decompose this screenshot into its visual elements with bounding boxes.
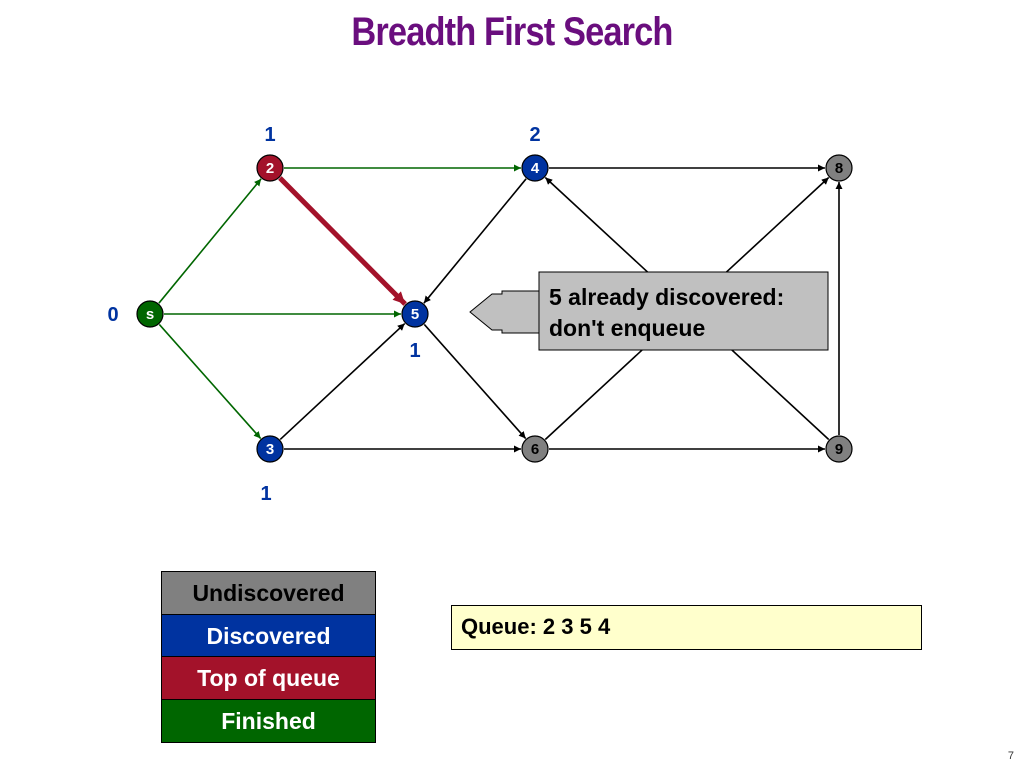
node-4-circle [521, 154, 549, 182]
distance-label-layer: 0 1 1 2 1 [107, 124, 540, 505]
node-9-label: 9 [835, 441, 843, 458]
node-s-circle [136, 300, 164, 328]
legend-finished: Finished [162, 699, 375, 742]
node-8: 8 [825, 154, 853, 182]
callout-arrow [469, 290, 541, 334]
callout-box [538, 271, 829, 351]
node-s-label: s [146, 306, 154, 323]
edge-5-6 [423, 323, 527, 440]
legend-undiscovered: Undiscovered [162, 572, 375, 615]
node-6-circle [521, 435, 549, 463]
node-layer: s 2 3 4 5 6 8 9 [136, 154, 853, 463]
node-6: 6 [521, 435, 549, 463]
node-6-label: 6 [531, 441, 539, 458]
node-9-circle [825, 435, 853, 463]
distance-label-s: 0 [107, 304, 118, 326]
queue-box: Queue: 2 3 5 4 [451, 605, 922, 650]
node-3-circle [256, 435, 284, 463]
distance-label-4: 2 [529, 124, 540, 146]
node-5: 5 [401, 300, 429, 328]
node-3: 3 [256, 435, 284, 463]
edge-3-5 [279, 322, 406, 441]
slide-title: Breadth First Search [351, 10, 673, 54]
distance-label-3: 1 [260, 483, 271, 505]
callout-line-2: don't enqueue [549, 315, 705, 341]
node-2: 2 [256, 154, 284, 182]
edge-2-5 [278, 176, 407, 306]
legend-discovered: Discovered [162, 614, 375, 657]
page-number: 7 [1007, 750, 1014, 762]
edge-s-3 [158, 323, 262, 440]
node-8-circle [825, 154, 853, 182]
legend-top-of-queue: Top of queue [162, 657, 375, 700]
node-s: s [136, 300, 164, 328]
callout-line-1: 5 already discovered: [549, 284, 784, 310]
edge-4-5 [423, 178, 527, 304]
legend: Undiscovered Discovered Top of queue Fin… [161, 571, 376, 743]
node-5-circle [401, 300, 429, 328]
node-2-label: 2 [266, 160, 274, 177]
edge-s-2 [158, 178, 262, 304]
bfs-graph: 5 already discovered: don't enqueue s 2 3 4… [107, 124, 853, 505]
node-2-circle [256, 154, 284, 182]
callout: 5 already discovered: don't enqueue [469, 271, 829, 351]
node-9: 9 [825, 435, 853, 463]
distance-label-2: 1 [264, 124, 275, 146]
node-3-label: 3 [266, 441, 274, 458]
distance-label-5: 1 [409, 340, 420, 362]
node-5-label: 5 [411, 306, 419, 323]
node-4-label: 4 [531, 160, 540, 177]
node-8-label: 8 [835, 160, 843, 177]
node-4: 4 [521, 154, 549, 182]
